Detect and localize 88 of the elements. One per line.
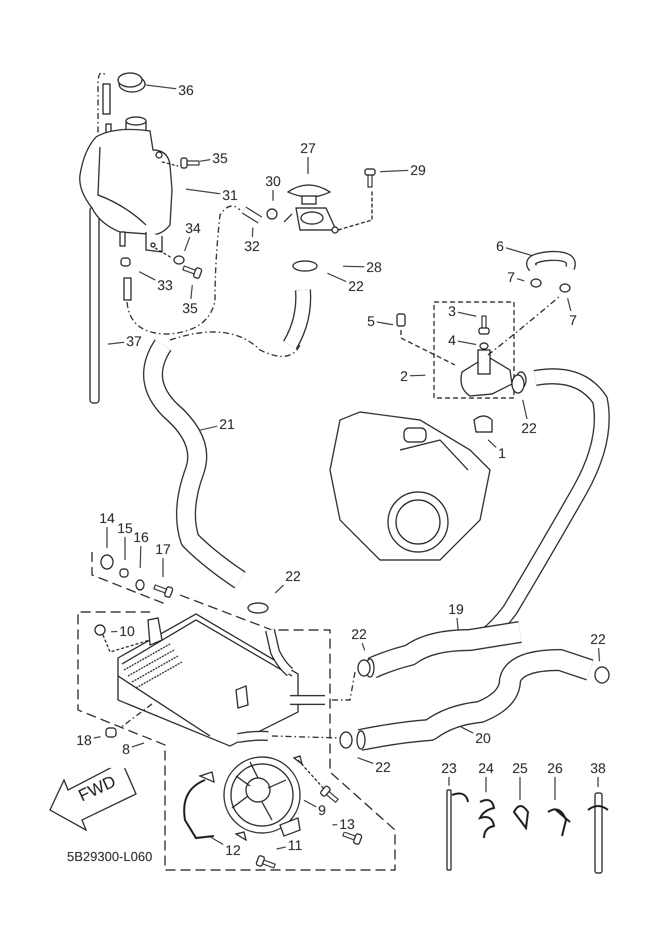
callout-number: 10 (118, 623, 136, 639)
callout-number: 15 (116, 520, 134, 536)
leader-line (505, 247, 533, 256)
leader-line (145, 84, 177, 90)
leader-line (448, 776, 450, 786)
callout-number: 31 (221, 187, 239, 203)
leader-line (199, 426, 218, 431)
leader-line (274, 584, 284, 594)
callout-number: 36 (177, 82, 195, 98)
leader-line (380, 170, 409, 172)
callout-number: 22 (350, 626, 368, 642)
callout-number: 2 (399, 368, 409, 384)
callout-number: 14 (98, 510, 116, 526)
callout-number: 21 (218, 416, 236, 432)
leader-line (276, 846, 286, 850)
callout-number: 19 (447, 601, 465, 617)
callout-number: 22 (520, 420, 538, 436)
leader-line (138, 271, 156, 280)
callout-number: 11 (286, 837, 304, 853)
leader-line (162, 558, 164, 578)
callout-number: 22 (284, 568, 302, 584)
callout-number: 28 (365, 259, 383, 275)
leader-line (93, 736, 102, 738)
callout-number: 20 (474, 730, 492, 746)
leader-line (185, 188, 221, 194)
callout-number: 16 (132, 529, 150, 545)
callout-number: 13 (338, 816, 356, 832)
leader-line (200, 159, 211, 162)
callout-number: 9 (317, 802, 327, 818)
leader-line (522, 399, 528, 420)
callout-number: 38 (589, 760, 607, 776)
callout-number: 3 (447, 303, 457, 319)
leader-line (110, 631, 118, 632)
callout-number: 22 (589, 631, 607, 647)
callout-number: 22 (374, 759, 392, 775)
callout-number: 8 (121, 741, 131, 757)
callout-number: 30 (264, 173, 282, 189)
callout-number: 12 (224, 842, 242, 858)
leader-line (457, 340, 477, 345)
leader-line (457, 312, 477, 317)
callout-number: 29 (409, 162, 427, 178)
leader-line (124, 536, 126, 560)
leader-line (252, 227, 254, 238)
leader-line (107, 342, 125, 345)
leader-line (554, 776, 556, 800)
leader-line (409, 374, 426, 376)
callout-number: 25 (511, 760, 529, 776)
leader-line (376, 322, 394, 326)
leader-line (357, 757, 374, 764)
callout-number: 24 (477, 760, 495, 776)
callout-number: 17 (154, 541, 172, 557)
part-number-label: 5B29300-L060 (67, 849, 152, 865)
callout-number: 18 (75, 732, 93, 748)
arrow-label: FWD (76, 772, 119, 806)
leader-line (456, 618, 459, 632)
leader-line (460, 726, 474, 734)
callout-number: 1 (497, 445, 507, 461)
leader-line (184, 236, 190, 252)
callout-number: 7 (568, 312, 578, 328)
leader-line (516, 278, 525, 282)
leader-line (362, 642, 366, 651)
leader-line (304, 800, 317, 808)
leader-line (131, 742, 144, 748)
callout-number: 6 (495, 238, 505, 254)
callout-number: 5 (366, 313, 376, 329)
callout-number: 22 (347, 278, 365, 294)
leader-line (567, 298, 572, 312)
leader-line (598, 648, 600, 662)
leader-line (488, 439, 497, 448)
callout-number: 35 (181, 300, 199, 316)
callout-number: 33 (156, 277, 174, 293)
leader-line (272, 190, 274, 202)
callout-number: 4 (447, 332, 457, 348)
leader-line (140, 546, 142, 568)
leader-line (332, 824, 338, 826)
leader-line (326, 272, 347, 282)
callout-number: 34 (184, 220, 202, 236)
leader-line (190, 284, 193, 300)
leader-line (342, 266, 365, 268)
callout-number: 32 (243, 238, 261, 254)
callout-number: 7 (506, 269, 516, 285)
callout-number: 37 (125, 333, 143, 349)
callout-number: 35 (211, 150, 229, 166)
leader-line (106, 526, 108, 548)
leader-line (210, 837, 224, 845)
callout-number: 26 (546, 760, 564, 776)
callout-number: 27 (299, 140, 317, 156)
callout-number: 23 (440, 760, 458, 776)
